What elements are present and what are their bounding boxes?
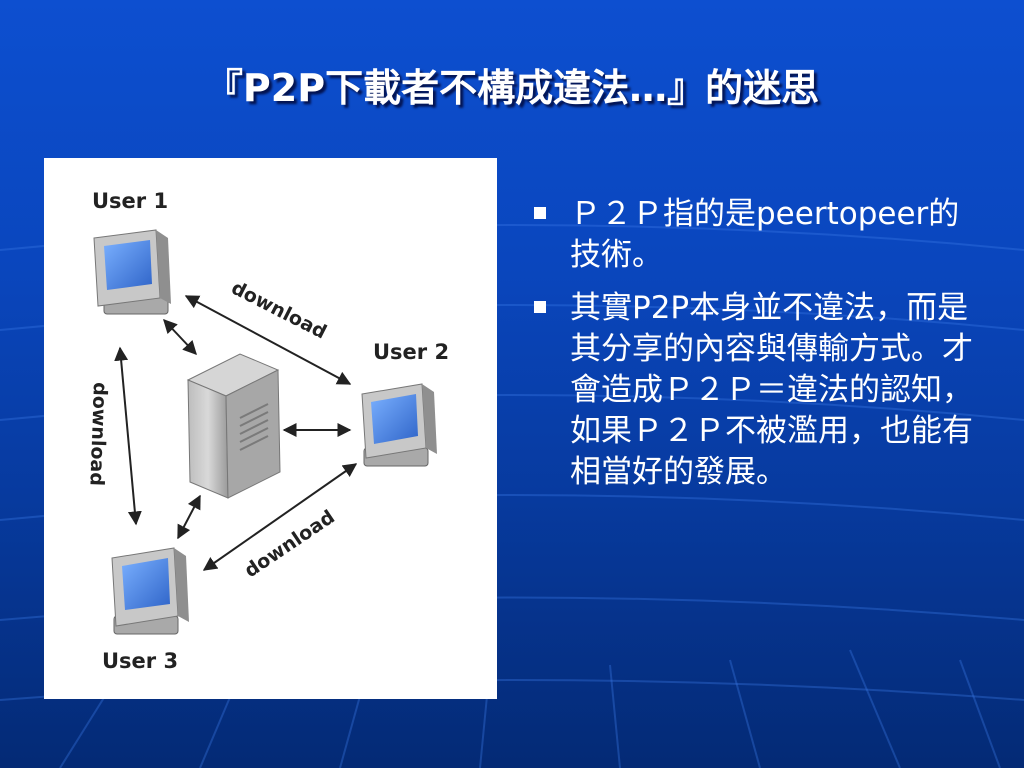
server-icon xyxy=(186,353,281,499)
bullet-item: 其實P2P本身並不違法，而是其分享的內容與傳輸方式。才會造成Ｐ２Ｐ＝違法的認知，… xyxy=(534,288,974,493)
bullet-square-icon xyxy=(534,301,546,313)
download-arrow-user3-user2 xyxy=(202,463,358,571)
bullet-list: Ｐ２Ｐ指的是peertopeer的技術。 其實P2P本身並不違法，而是其分享的內… xyxy=(534,194,974,505)
download-label-bottom: download xyxy=(240,506,338,582)
download-arrow-user1-user3 xyxy=(114,346,142,526)
download-label-left: download xyxy=(85,382,111,486)
user3-label: User 3 xyxy=(102,649,178,673)
link-user1-server xyxy=(163,318,197,356)
user1-label: User 1 xyxy=(92,189,168,213)
user1-computer-icon xyxy=(93,229,171,315)
user2-computer-icon xyxy=(361,383,437,467)
link-user3-server xyxy=(177,494,201,540)
user2-label: User 2 xyxy=(373,340,449,364)
p2p-network-diagram: User 1 User 2 User 3 xyxy=(44,158,497,699)
bullet-square-icon xyxy=(534,207,546,219)
slide-title: 『P2P下載者不構成違法…』的迷思 xyxy=(204,66,820,110)
bullet-item: Ｐ２Ｐ指的是peertopeer的技術。 xyxy=(534,194,974,276)
bullet-text: 其實P2P本身並不違法，而是其分享的內容與傳輸方式。才會造成Ｐ２Ｐ＝違法的認知，… xyxy=(570,290,973,490)
bullet-text: Ｐ２Ｐ指的是peertopeer的技術。 xyxy=(570,196,960,273)
user3-computer-icon xyxy=(111,547,189,635)
download-arrow-user1-user2 xyxy=(184,295,352,385)
download-label-top: download xyxy=(228,277,330,344)
